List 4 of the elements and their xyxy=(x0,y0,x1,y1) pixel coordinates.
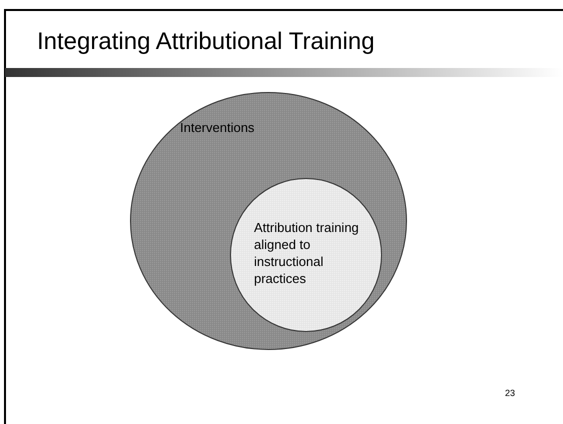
slide-title: Integrating Attributional Training xyxy=(37,28,375,56)
page-number: 23 xyxy=(505,388,516,398)
node-label: Attribution training aligned to instructional practices xyxy=(254,220,360,288)
node-label: Interventions xyxy=(180,120,256,137)
